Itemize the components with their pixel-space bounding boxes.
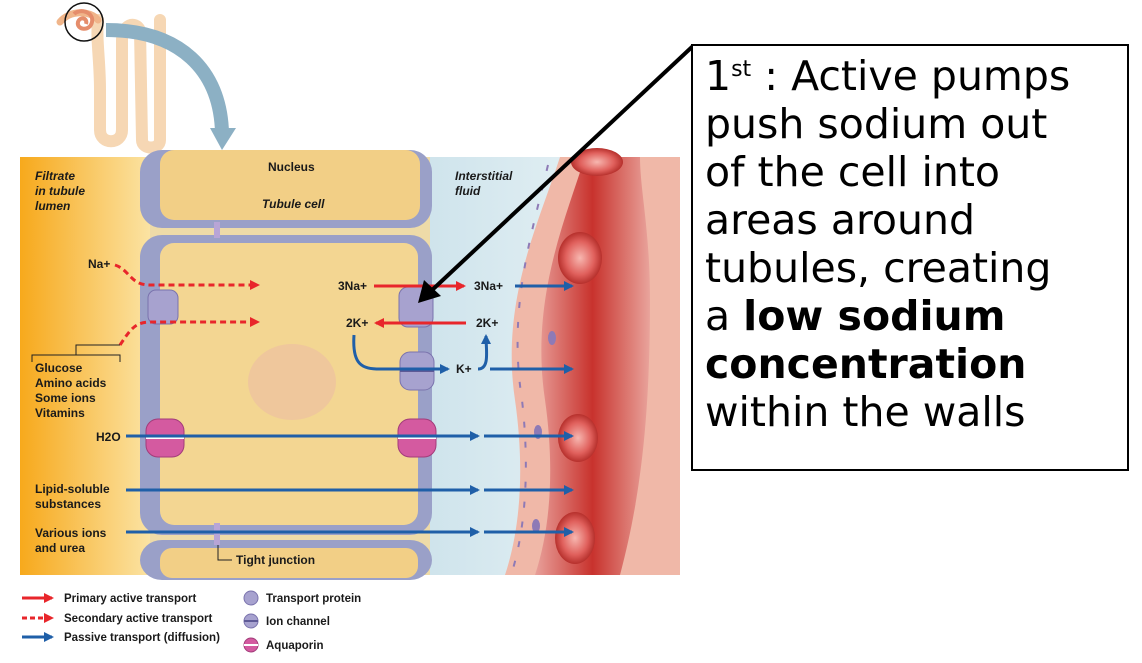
various-label-1: Various ions <box>35 526 107 540</box>
callout-pointer-head <box>418 280 441 303</box>
filtrate-label-2: in tubule <box>35 184 85 198</box>
k-out-label: K+ <box>456 362 472 376</box>
na3-right-label: 3Na+ <box>474 279 503 293</box>
tight-junction-bottom <box>214 523 220 545</box>
h2o-label: H2O <box>96 430 121 444</box>
legend-passive: Passive transport (diffusion) <box>64 632 220 644</box>
legend-ion-channel: Ion channel <box>266 616 330 628</box>
na3-left-label: 3Na+ <box>338 279 367 293</box>
transport-arrows <box>114 263 574 537</box>
k2-right-label: 2K+ <box>476 316 498 330</box>
nucleus-label: Nucleus <box>268 160 315 174</box>
filtrate-label-3: lumen <box>35 199 70 213</box>
callout-box: 1st : Active pumps push sodium out of th… <box>691 44 1129 471</box>
solute-vitamins: Vitamins <box>35 406 85 420</box>
transport-protein-apical <box>147 289 179 325</box>
interstitial-label-2: fluid <box>455 184 481 198</box>
legend-primary: Primary active transport <box>64 593 196 605</box>
solute-amino-acids: Amino acids <box>35 376 107 390</box>
solute-glucose: Glucose <box>35 361 83 375</box>
filtrate-label-1: Filtrate <box>35 169 75 183</box>
lipid-label-1: Lipid-soluble <box>35 482 110 496</box>
solute-some-ions: Some ions <box>35 391 96 405</box>
callout-line-6: a low sodium <box>705 292 1006 340</box>
lipid-label-2: substances <box>35 497 101 511</box>
callout-line-8: within the walls <box>705 388 1026 436</box>
legend: Primary active transport Secondary activ… <box>22 590 361 653</box>
solutes-bracket <box>31 344 121 362</box>
k2-left-label: 2K+ <box>346 316 368 330</box>
tight-junction-leader <box>217 545 232 561</box>
callout-line-5: tubules, creating <box>705 244 1052 292</box>
red-blood-cell <box>558 414 598 462</box>
transport-protein-icon <box>243 590 259 606</box>
red-blood-cell <box>571 148 623 176</box>
callout-line-3: of the cell into <box>705 148 1000 196</box>
red-blood-cell <box>558 232 602 284</box>
callout-line-1: 1st : Active pumps <box>705 52 1071 100</box>
legend-transport-protein: Transport protein <box>266 593 361 605</box>
na-in-label: Na+ <box>88 257 110 271</box>
various-label-2: and urea <box>35 541 85 555</box>
tubule-cells <box>140 150 432 580</box>
tight-junction-label: Tight junction <box>236 553 315 567</box>
tight-junction-top <box>214 222 220 238</box>
callout-pointer <box>428 44 695 294</box>
red-blood-cell <box>555 512 595 564</box>
interstitial-label-1: Interstitial <box>455 169 513 183</box>
legend-aquaporin: Aquaporin <box>266 640 324 652</box>
callout-line-4: areas around <box>705 196 975 244</box>
tubule-lumen <box>20 157 150 575</box>
callout-line-7: concentration <box>705 340 1027 388</box>
nephron-illustration <box>56 2 236 154</box>
tubule-cell-label: Tubule cell <box>262 197 325 211</box>
legend-secondary: Secondary active transport <box>64 613 212 625</box>
nucleus-shape <box>248 344 336 420</box>
callout-line-2: push sodium out <box>705 100 1048 148</box>
blood-vessel <box>505 148 680 575</box>
